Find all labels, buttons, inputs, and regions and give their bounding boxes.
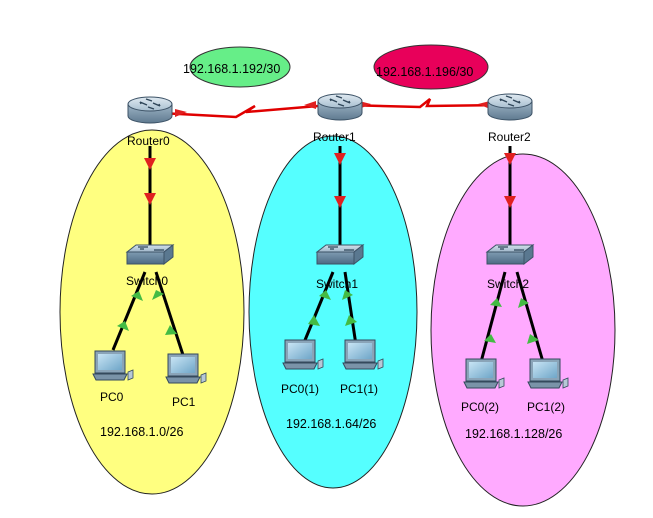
port-up-indicator [131,291,143,301]
port-up-indicator [117,321,129,331]
serial-link-router0-router1[interactable] [159,103,331,119]
lan1-label: 192.168.1.64/26 [286,417,376,431]
pc1-label: PC1 [172,395,196,409]
link-switch2-pc0-2[interactable] [479,271,507,363]
wan0-area [189,46,291,88]
pc0-2[interactable] [463,358,505,389]
pc0[interactable] [92,350,134,381]
pc0-1[interactable] [282,339,324,370]
router2-label: Router2 [488,130,531,144]
switch1[interactable] [315,243,365,266]
port-down-indicator [504,153,516,165]
lan2-area [430,153,616,507]
pc1-2-label: PC1(2) [527,400,565,414]
pc1-2[interactable] [527,358,569,389]
switch1-label: Switch1 [316,277,358,291]
wan1-area [373,44,489,90]
pc1-1[interactable] [342,339,384,370]
link-switch1-pc1-1[interactable] [343,271,358,346]
port-down-indicator [144,158,156,170]
port-up-indicator [165,325,177,335]
port-up-indicator [484,334,496,343]
switch2[interactable] [485,243,535,266]
lan0-area [59,129,245,495]
router1[interactable] [317,93,363,121]
port-up-indicator [342,290,353,300]
switch2-label: Switch2 [487,277,529,291]
wan0-label: 192.168.1.192/30 [183,62,280,76]
pc1[interactable] [165,353,207,384]
port-up-indicator [518,298,529,308]
lan1-area [248,135,418,489]
pc0-1-label: PC0(1) [281,382,319,396]
lan2-label: 192.168.1.128/26 [465,427,562,441]
switch0-label: Switch0 [126,274,168,288]
switch0[interactable] [125,243,175,266]
port-up-indicator [308,315,320,326]
port-down-indicator [334,196,346,208]
link-switch1-pc0-1[interactable] [301,271,335,346]
router0-label: Router0 [127,134,170,148]
port-up-indicator [152,290,164,300]
pc1-1-label: PC1(1) [340,382,378,396]
port-down-indicator [304,101,316,109]
port-down-indicator [504,196,516,208]
link-switch0-pc0[interactable] [111,271,147,351]
pc0-label: PC0 [100,390,124,404]
port-up-indicator [319,290,331,300]
port-down-indicator [334,153,346,165]
router0[interactable] [127,96,173,124]
port-down-indicator [175,109,187,117]
port-up-indicator [490,298,502,307]
serial-link-router1-router2[interactable] [344,98,506,109]
lan0-label: 192.168.1.0/26 [100,425,183,439]
router1-label: Router1 [313,130,356,144]
port-up-indicator [345,315,357,326]
link-switch2-pc1-2[interactable] [515,271,545,363]
router2[interactable] [487,93,533,121]
port-down-indicator [478,101,490,109]
wan1-label: 192.168.1.196/30 [376,65,473,79]
port-up-indicator [527,334,539,344]
link-switch0-pc1[interactable] [154,271,185,356]
pc0-2-label: PC0(2) [461,400,499,414]
port-down-indicator [144,193,156,205]
